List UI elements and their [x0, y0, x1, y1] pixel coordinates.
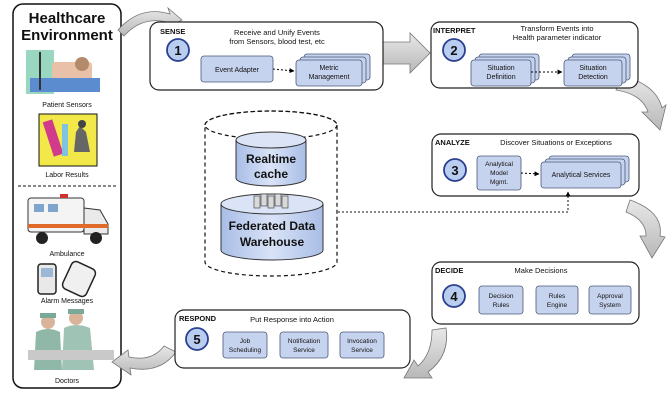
patient-sensors-image — [26, 50, 100, 94]
analytical-model-line2: Model — [490, 170, 508, 177]
job-scheduling-line1: Job — [240, 338, 251, 345]
flow-arrows — [111, 6, 667, 379]
sense-label: SENSE — [160, 27, 185, 36]
ambulance-image — [27, 194, 109, 244]
realtime-cache-line2: cache — [254, 167, 288, 181]
alarm-messages-label: Alarm Messages — [41, 298, 94, 305]
decide-number: 4 — [450, 289, 458, 304]
interpret-desc-line1: Transform Events into — [520, 24, 593, 33]
stage-decide: DECIDE 4 Make Decisions Decision Rules R… — [431, 261, 640, 325]
data-storage: Realtime cache Federated Data Warehouse — [204, 110, 571, 277]
doctors-image — [28, 309, 114, 370]
approval-system-line2: System — [599, 302, 621, 309]
labor-results-image — [38, 113, 98, 167]
decision-rules-line2: Rules — [493, 302, 510, 309]
notification-service-box — [279, 331, 329, 359]
healthcare-environment-panel: Healthcare Environment Patient Sensors L… — [12, 3, 122, 389]
sense-number-circle — [166, 38, 190, 62]
job-scheduling-line2: Scheduling — [229, 347, 262, 354]
situation-definition-line2: Definition — [486, 74, 515, 81]
interpret-number-circle — [442, 38, 466, 62]
storage-to-analytics-connector — [338, 191, 571, 213]
situation-detection-box — [563, 59, 623, 87]
interpret-desc-line2: Health parameter indicator — [513, 33, 602, 42]
analyze-desc: Discover Situations or Exceptions — [500, 138, 612, 147]
notification-service-line2: Service — [293, 347, 315, 354]
stage-sense: SENSE 1 Receive and Unify Events from Se… — [149, 21, 384, 91]
situation-detection-line2: Detection — [578, 74, 608, 81]
analytical-model-line3: Mgmt. — [490, 179, 508, 186]
notification-service-line1: Notification — [288, 338, 321, 345]
rules-engine-box — [535, 285, 579, 315]
environment-title-line2: Environment — [21, 27, 113, 44]
respond-desc: Put Response into Action — [250, 315, 334, 324]
metric-management-line1: Metric — [319, 65, 339, 72]
stage-respond: RESPOND 5 Put Response into Action Job S… — [174, 309, 411, 369]
stage-interpret: INTERPRET 2 Transform Events into Health… — [430, 21, 639, 89]
decision-rules-line1: Decision — [489, 293, 514, 300]
stage-analyze: ANALYZE 3 Discover Situations or Excepti… — [431, 133, 640, 197]
respond-label: RESPOND — [179, 314, 217, 323]
database-servers-icon — [253, 193, 289, 209]
decision-rules-box — [478, 285, 524, 315]
situation-detection-line1: Situation — [579, 65, 606, 72]
analytical-services-box — [540, 161, 622, 189]
situation-definition-box — [470, 59, 532, 87]
sense-desc-line1: Receive and Unify Events — [234, 28, 320, 37]
realtime-cache-cylinder — [235, 131, 307, 187]
job-scheduling-box — [222, 331, 268, 359]
analytical-services-label: Analytical Services — [552, 172, 611, 179]
environment-title-line1: Healthcare — [29, 10, 106, 27]
decide-label: DECIDE — [435, 266, 463, 275]
rules-engine-line1: Rules — [549, 293, 566, 300]
arrow-interpret-to-analyze — [615, 75, 667, 131]
doctors-label: Doctors — [55, 378, 80, 385]
invocation-service-line2: Service — [351, 347, 373, 354]
ambulance-label: Ambulance — [49, 251, 84, 258]
realtime-cache-line1: Realtime — [246, 152, 296, 166]
federated-warehouse-cylinder — [220, 193, 324, 261]
federated-warehouse-line2: Warehouse — [240, 235, 305, 249]
metric-management-box — [295, 59, 363, 87]
approval-system-box — [588, 285, 632, 315]
decide-desc: Make Decisions — [515, 266, 568, 275]
invocation-service-line1: Invocation — [347, 338, 377, 345]
arrow-analyze-to-decide — [625, 199, 666, 259]
analyze-number: 3 — [451, 163, 458, 178]
respond-number-circle — [185, 327, 209, 351]
arrow-decide-to-respond — [403, 327, 447, 379]
labor-results-label: Labor Results — [45, 172, 89, 179]
decide-number-circle — [442, 284, 466, 308]
metric-management-line2: Management — [309, 74, 350, 81]
interpret-number: 2 — [450, 43, 457, 58]
analyze-label: ANALYZE — [435, 138, 470, 147]
respond-number: 5 — [193, 332, 200, 347]
interpret-label: INTERPRET — [433, 26, 476, 35]
sense-number: 1 — [174, 43, 181, 58]
rules-engine-line2: Engine — [547, 302, 568, 309]
event-adapter-label: Event Adapter — [215, 67, 260, 74]
analyze-number-circle — [443, 158, 467, 182]
arrow-respond-to-env — [111, 345, 177, 376]
situation-definition-line1: Situation — [487, 65, 514, 72]
approval-system-line1: Approval — [597, 293, 623, 300]
invocation-service-box — [339, 331, 385, 359]
patient-sensors-label: Patient Sensors — [42, 102, 92, 109]
alarm-messages-image — [37, 260, 97, 298]
sense-desc-line2: from Sensors, blood test, etc — [229, 37, 325, 46]
federated-warehouse-line1: Federated Data — [229, 219, 316, 233]
analytical-model-line1: Analytical — [485, 161, 513, 168]
